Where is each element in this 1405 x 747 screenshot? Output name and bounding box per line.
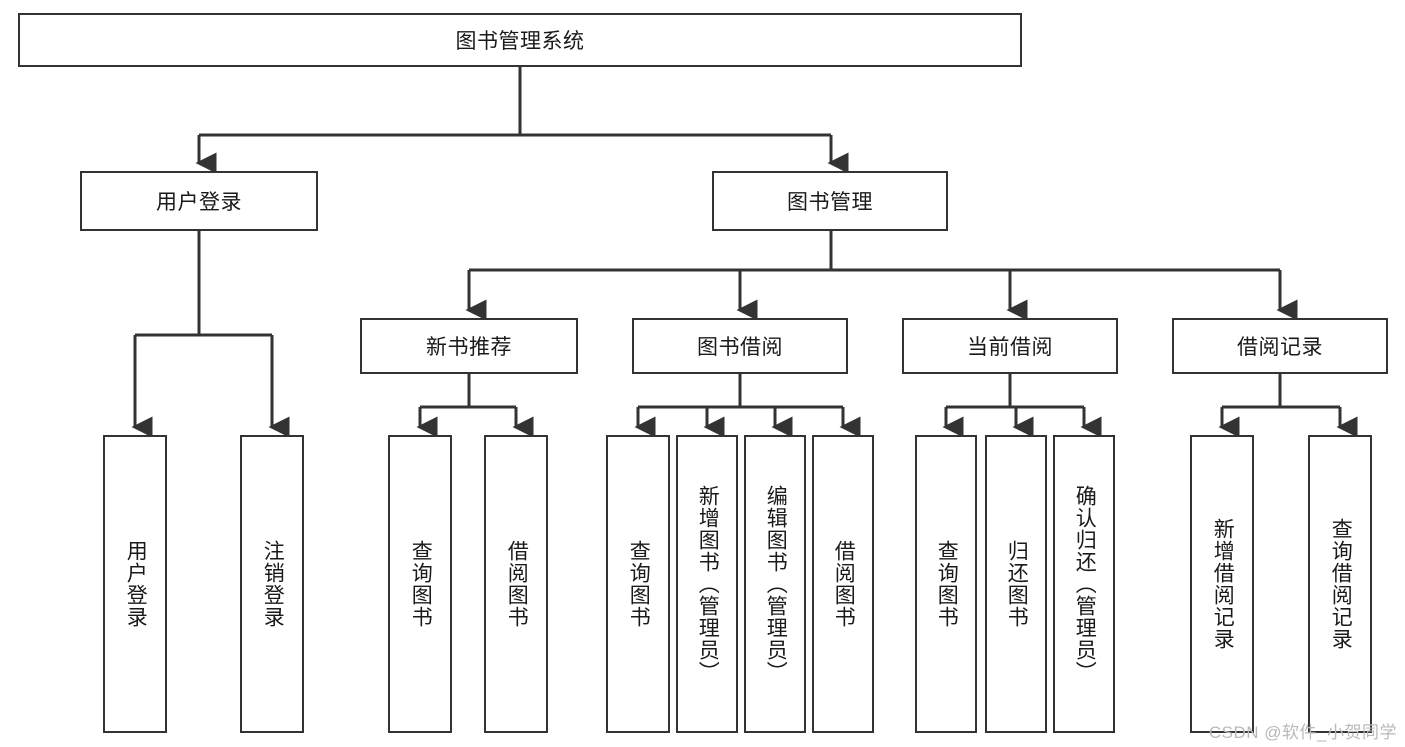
node-leaf-query-book-3[interactable]: 查询图书 <box>915 435 977 733</box>
node-leaf-add-book-label: 新增图书（管理员） <box>696 485 720 683</box>
node-leaf-query-book-1-label: 查询图书 <box>409 540 433 628</box>
node-leaf-query-book-2[interactable]: 查询图书 <box>606 435 670 733</box>
node-leaf-edit-book[interactable]: 编辑图书（管理员） <box>744 435 806 733</box>
node-leaf-add-record[interactable]: 新增借阅记录 <box>1190 435 1254 733</box>
node-leaf-edit-book-label: 编辑图书（管理员） <box>764 485 788 683</box>
node-book-manage[interactable]: 图书管理 <box>712 171 948 231</box>
node-book-borrow[interactable]: 图书借阅 <box>632 318 848 374</box>
node-leaf-confirm-return-label: 确认归还（管理员） <box>1073 485 1097 683</box>
watermark: CSDN @软件_小贺同学 <box>1208 723 1397 742</box>
node-new-book-recommend[interactable]: 新书推荐 <box>360 318 578 374</box>
node-leaf-borrow-book-1-label: 借阅图书 <box>505 540 529 628</box>
node-leaf-logout-label: 注销登录 <box>261 540 285 628</box>
node-root[interactable]: 图书管理系统 <box>18 13 1022 67</box>
node-leaf-query-record[interactable]: 查询借阅记录 <box>1308 435 1372 733</box>
node-book-borrow-label: 图书借阅 <box>697 336 783 359</box>
node-root-label: 图书管理系统 <box>455 30 585 53</box>
node-leaf-query-book-3-label: 查询图书 <box>935 540 959 628</box>
node-leaf-query-book-1[interactable]: 查询图书 <box>388 435 452 733</box>
node-current-borrow-label: 当前借阅 <box>967 336 1053 359</box>
node-borrow-record[interactable]: 借阅记录 <box>1172 318 1388 374</box>
node-leaf-borrow-book-2-label: 借阅图书 <box>832 540 856 628</box>
node-book-manage-label: 图书管理 <box>787 191 873 214</box>
node-leaf-logout[interactable]: 注销登录 <box>240 435 304 733</box>
node-leaf-add-book[interactable]: 新增图书（管理员） <box>676 435 738 733</box>
node-leaf-return-book[interactable]: 归还图书 <box>985 435 1047 733</box>
node-leaf-query-record-label: 查询借阅记录 <box>1329 518 1353 650</box>
node-new-book-recommend-label: 新书推荐 <box>426 336 512 359</box>
node-borrow-record-label: 借阅记录 <box>1237 336 1323 359</box>
node-leaf-return-book-label: 归还图书 <box>1005 540 1029 628</box>
node-leaf-query-book-2-label: 查询图书 <box>627 540 651 628</box>
node-leaf-user-login-label: 用户登录 <box>124 540 148 628</box>
node-current-borrow[interactable]: 当前借阅 <box>902 318 1118 374</box>
node-leaf-add-record-label: 新增借阅记录 <box>1211 518 1235 650</box>
node-leaf-confirm-return[interactable]: 确认归还（管理员） <box>1053 435 1115 733</box>
node-user-login-label: 用户登录 <box>156 191 242 214</box>
node-leaf-user-login[interactable]: 用户登录 <box>103 435 167 733</box>
node-leaf-borrow-book-2[interactable]: 借阅图书 <box>812 435 874 733</box>
node-leaf-borrow-book-1[interactable]: 借阅图书 <box>484 435 548 733</box>
node-user-login[interactable]: 用户登录 <box>80 171 318 231</box>
